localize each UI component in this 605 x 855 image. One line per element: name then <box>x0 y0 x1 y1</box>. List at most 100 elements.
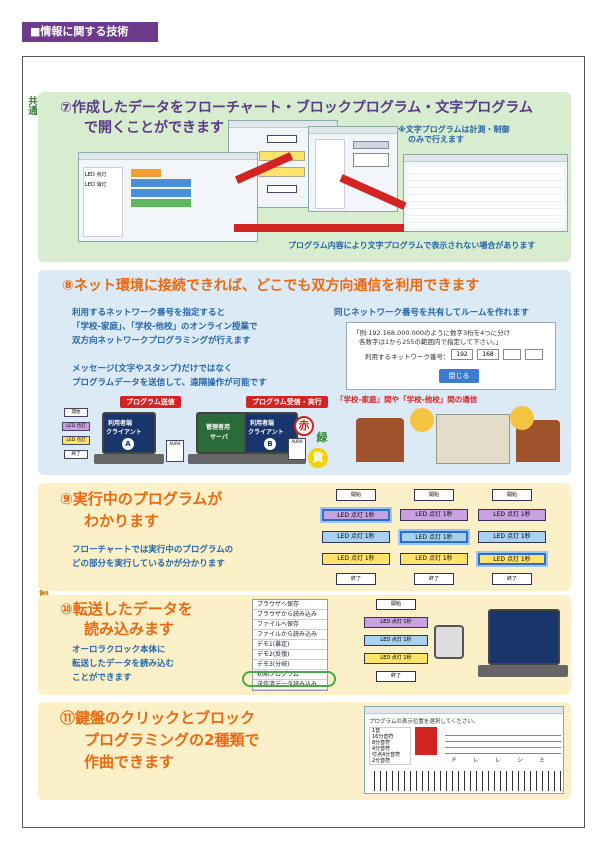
flowchart-editor-screenshot <box>308 126 398 212</box>
network-octet-4[interactable] <box>525 349 543 360</box>
s10-flow-led2: LED 点灯 1秒 <box>364 635 428 646</box>
note-list-item[interactable]: 4分音符 <box>372 746 391 752</box>
flow-led2: LED 点灯 1秒 <box>478 531 546 543</box>
client-a-laptop: 利用者端 クライアント A <box>94 412 164 466</box>
mini-flow-end: 終了 <box>64 450 88 459</box>
flow-end: 終了 <box>492 573 532 585</box>
flow-end: 終了 <box>336 573 376 585</box>
s10-flow-start: 開始 <box>376 599 416 610</box>
s10-flow-end: 終了 <box>376 671 416 682</box>
s10-laptop <box>478 609 568 689</box>
note-list-item[interactable]: 16分音符 <box>372 734 394 740</box>
block-program-screenshot: LED 点灯 LED 消灯 <box>78 152 258 242</box>
flow-led1: LED 点灯 1秒 <box>322 509 390 521</box>
lyric-syllable: シ <box>517 757 524 764</box>
file-menu: ブラウザへ保存ブラウザから読み込みファイルへ保存ファイルから読み込みデモ1(暴定… <box>252 599 328 691</box>
menu-item-9[interactable]: 送信済データ読み込み <box>253 680 327 690</box>
device-b: AURA <box>288 438 306 460</box>
section-11-panel: ⑪鍵盤のクリックとブロック プログラミングの2種類で 作曲できます プログラムの… <box>38 702 571 800</box>
s10-desc-line1: オーロラクロック本体に <box>72 645 166 655</box>
flow-led2: LED 点灯 1秒 <box>400 531 468 543</box>
server-line2: サーバ <box>210 434 228 441</box>
s9-desc-line2: どの部分を実行しているかが分かります <box>72 559 225 569</box>
flow-led1: LED 点灯 1秒 <box>478 509 546 521</box>
room-caption: 「学校-家庭」間や「学校-他校」間の通信 <box>336 395 478 404</box>
stamp-green: 緑 <box>316 431 328 444</box>
client-b-line1: 利用者端 <box>250 420 275 427</box>
note-block <box>415 727 437 755</box>
section-7-title-line2: で開くことができます <box>84 120 224 136</box>
note-list-item[interactable]: 付点4分音符 <box>372 752 401 758</box>
server-laptop: 管理者用 サーバ <box>188 412 258 466</box>
room-title: 同じネットワーク番号を共有してルームを作れます <box>334 308 529 318</box>
piano-keyboard[interactable] <box>369 771 561 791</box>
stamp-red: 赤 <box>294 416 314 436</box>
s10-flow-led1: LED 点灯 1秒 <box>364 617 428 628</box>
flow-led3: LED 点灯 1秒 <box>400 553 468 565</box>
highlight-ring <box>242 671 336 687</box>
stamp-yellow: 黄 <box>308 448 328 468</box>
room-note-line1: 「例:192.168.000.000のように数字3桁を4つに分け <box>353 329 511 337</box>
shot-led-label-2: LED 消灯 <box>85 182 107 188</box>
menu-item-4[interactable]: ファイルから読み込み <box>253 630 327 640</box>
client-b-line2: クライアント <box>248 429 284 436</box>
flow-end: 終了 <box>414 573 454 585</box>
section-7-footer: プログラム内容により文字プログラムで表示されない場合があります <box>288 241 536 250</box>
section-7-panel: ⑦作成したデータをフローチャート・ブロックプログラム・文字プログラム で開くこと… <box>38 92 571 262</box>
client-a-line2: クライアント <box>106 429 142 436</box>
menu-item-8[interactable]: 初期プログラム <box>253 670 327 680</box>
text-program-screenshot <box>403 154 568 232</box>
section-10-title-line1: ⑩転送したデータを <box>60 600 193 618</box>
section-11-title-line3: 作曲できます <box>84 753 175 771</box>
shot-led-label-1: LED 点灯 <box>85 172 107 178</box>
house-illustration-1 <box>356 418 404 462</box>
section-11-title-line1: ⑪鍵盤のクリックとブロック <box>60 709 256 727</box>
s10-flowchart: 開始 LED 点灯 1秒 LED 点灯 1秒 LED 点灯 1秒 終了 <box>364 599 428 691</box>
section-10-title-line2: 読み込みます <box>84 620 175 638</box>
flow-led2: LED 点灯 1秒 <box>322 531 390 543</box>
menu-item-7[interactable]: デモ3(分岐) <box>253 660 327 670</box>
menu-item-2[interactable]: ブラウザから読み込み <box>253 610 327 620</box>
s8-para1-line1: 利用するネットワーク番号を指定すると <box>72 308 226 318</box>
note-list-item[interactable]: 2分音符 <box>372 758 391 764</box>
mini-flow-led2: LED 点灯 <box>62 436 90 445</box>
flow-start: 開始 <box>336 489 376 501</box>
menu-item-6[interactable]: デモ2(反復) <box>253 650 327 660</box>
note-list-item[interactable]: 8分音符 <box>372 740 391 746</box>
s8-para1-line3: 双方向ネットワークプログラミングが行えます <box>72 336 251 346</box>
network-octet-1[interactable]: 192 <box>451 349 473 360</box>
server-line1: 管理者用 <box>206 424 231 431</box>
device-a: AURA <box>166 440 184 462</box>
menu-item-1[interactable]: ブラウザへ保存 <box>253 600 327 610</box>
section-9-title-line1: ⑨実行中のプログラムが <box>60 490 223 508</box>
section-8-panel: ⑧ネット環境に接続できれば、どこでも双方向通信を利用できます 利用するネットワー… <box>38 270 571 475</box>
room-dialog: 「例:192.168.000.000のように数字3桁を4つに分け 各数字は1から… <box>346 322 556 390</box>
network-octet-3[interactable] <box>503 349 521 360</box>
s9-desc-line1: フローチャートでは実行中のプログラムの <box>72 545 234 555</box>
running-flowchart-1: 開始 LED 点灯 1秒 LED 点灯 1秒 LED 点灯 1秒終了 <box>314 489 398 585</box>
lyric-syllable: ミ <box>539 757 546 764</box>
s8-para1-line2: 「学校-家庭」、「学校-他校」のオンライン授業で <box>72 322 258 332</box>
lyric-syllable: ド <box>451 757 458 764</box>
s8-para2-line1: メッセージ(文字やスタンプ)だけではなく <box>72 364 233 374</box>
note-list-item[interactable]: 1音 <box>372 728 381 734</box>
section-7-title-line1: ⑦作成したデータをフローチャート・ブロックプログラム・文字プログラム <box>60 100 533 116</box>
character-illustration-1 <box>410 408 434 432</box>
flow-led3: LED 点灯 1秒 <box>322 553 390 565</box>
close-button[interactable]: 閉じる <box>439 369 479 383</box>
aurora-clock-device <box>434 625 464 659</box>
flow-start: 開始 <box>492 489 532 501</box>
network-octet-2[interactable]: 168 <box>477 349 499 360</box>
menu-item-3[interactable]: ファイルへ保存 <box>253 620 327 630</box>
page-frame <box>22 56 585 828</box>
menu-item-5[interactable]: デモ1(暴定) <box>253 640 327 650</box>
s10-desc-line2: 転送したデータを読み込む <box>72 659 175 669</box>
lyric-syllable: レ <box>495 757 502 764</box>
lyric-syllable: レ <box>473 757 480 764</box>
s10-flow-led3: LED 点灯 1秒 <box>364 653 428 664</box>
melody-caption: プログラムの表示位置を選択してください。 <box>369 719 479 725</box>
flow-led1: LED 点灯 1秒 <box>400 509 468 521</box>
